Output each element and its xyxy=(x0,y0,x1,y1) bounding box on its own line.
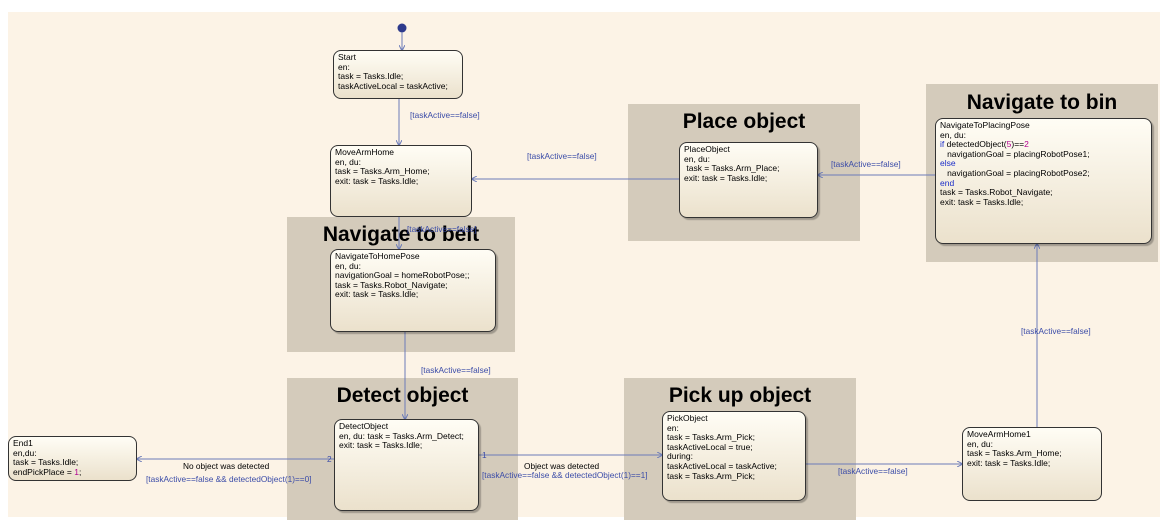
state-start-name: Start xyxy=(338,52,356,62)
state-detect-object-line: en, du: task = Tasks.Arm_Detect; xyxy=(339,430,464,441)
state-pick-object-line: task = Tasks.Arm_Pick; xyxy=(667,470,755,481)
label-pick-to-movearm1: [taskActive==false] xyxy=(838,466,908,476)
state-navigate-to-home-pose-line: exit: task = Tasks.Idle; xyxy=(335,289,419,300)
state-pick-object-line: en: xyxy=(667,422,679,433)
else-keyword: else xyxy=(940,158,956,169)
state-move-arm-home1-line: exit: task = Tasks.Idle; xyxy=(967,457,1051,468)
state-detect-object[interactable]: DetectObject en, du: task = Tasks.Arm_De… xyxy=(334,419,479,511)
placing-line-goal1: navigationGoal = placingRobotPose1; xyxy=(940,148,1090,159)
state-move-arm-home1-line: task = Tasks.Arm_Home; xyxy=(967,448,1062,459)
label-detect-to-pick: [taskActive==false && detectedObject(1)=… xyxy=(482,470,648,480)
state-place-object-name: PlaceObject xyxy=(684,144,730,154)
area-title-detect-object: Detect object xyxy=(336,384,469,407)
title-detect-to-end: No object was detected xyxy=(183,461,270,471)
state-navigate-to-home-pose-name: NavigateToHomePose xyxy=(335,251,420,261)
state-pick-object-name: PickObject xyxy=(667,413,708,423)
state-move-arm-home1[interactable]: MoveArmHome1 en, du: task = Tasks.Arm_Ho… xyxy=(962,427,1102,501)
state-navigate-to-placing-pose-name: NavigateToPlacingPose xyxy=(940,120,1030,130)
state-move-arm-home-name: MoveArmHome xyxy=(335,147,395,157)
placing-line-task: task = Tasks.Robot_Navigate; xyxy=(940,187,1053,198)
state-end1-line: en,du: xyxy=(13,447,37,458)
if-num-b: 2 xyxy=(1024,139,1029,150)
if-expr-a: detectedObject( xyxy=(944,139,1007,150)
state-pick-object[interactable]: PickObject en: task = Tasks.Arm_Pick; ta… xyxy=(662,411,806,501)
state-end1-line: task = Tasks.Idle; xyxy=(13,457,79,468)
state-move-arm-home-line: exit: task = Tasks.Idle; xyxy=(335,175,419,186)
state-place-object-line: en, du: xyxy=(684,153,710,164)
placing-line-goal2: navigationGoal = placingRobotPose2; xyxy=(940,167,1090,178)
state-move-arm-home1-name: MoveArmHome1 xyxy=(967,429,1031,439)
area-title-pick-up-object: Pick up object xyxy=(668,384,812,407)
state-move-arm-home1-line: en, du: xyxy=(967,438,993,449)
state-navigate-to-home-pose-line: navigationGoal = homeRobotPose;; xyxy=(335,270,470,281)
state-navigate-to-home-pose[interactable]: NavigateToHomePose en, du: navigationGoa… xyxy=(330,249,496,332)
state-end1-line: endPickPlace = 1; xyxy=(13,467,81,477)
label-navhome-to-detect: [taskActive==false] xyxy=(421,365,491,375)
state-end1-name: End1 xyxy=(13,438,33,448)
placing-line-en-du: en, du: xyxy=(940,129,966,140)
order-detect-to-end: 2 xyxy=(327,454,332,464)
state-place-object-line: task = Tasks.Arm_Place; xyxy=(684,163,780,174)
state-place-object-line: exit: task = Tasks.Idle; xyxy=(684,172,768,183)
end1-assign-number: 1 xyxy=(74,466,79,477)
state-navigate-to-placing-pose[interactable]: NavigateToPlacingPose en, du: if detecte… xyxy=(935,118,1152,244)
if-expr-b: )== xyxy=(1011,139,1025,150)
title-detect-to-pick: Object was detected xyxy=(524,461,600,471)
label-start-to-movearm: [taskActive==false] xyxy=(410,110,480,120)
state-start-line: task = Tasks.Idle; xyxy=(338,71,404,82)
label-movearm1-to-placing: [taskActive==false] xyxy=(1021,326,1091,336)
state-pick-object-line: taskActiveLocal = taskActive; xyxy=(667,460,777,471)
state-pick-object-line: taskActiveLocal = true; xyxy=(667,441,753,452)
state-navigate-to-home-pose-line: en, du: xyxy=(335,260,361,271)
state-move-arm-home-line: en, du: xyxy=(335,156,361,167)
state-start-line: en: xyxy=(338,61,350,72)
label-place-to-movearm: [taskActive==false] xyxy=(527,151,597,161)
state-start-line: taskActiveLocal = taskActive; xyxy=(338,80,448,91)
placing-line-if: if detectedObject(5)==2 xyxy=(940,139,1029,149)
if-keyword: if xyxy=(940,139,945,150)
state-move-arm-home[interactable]: MoveArmHome en, du: task = Tasks.Arm_Hom… xyxy=(330,145,472,217)
state-pick-object-line: during: xyxy=(667,451,693,462)
label-movearm-to-navhome: [taskActive==false] xyxy=(407,224,477,234)
default-transition-dot xyxy=(397,23,407,33)
state-navigate-to-home-pose-line: task = Tasks.Robot_Navigate; xyxy=(335,279,448,290)
state-end1[interactable]: End1 en,du: task = Tasks.Idle; endPickPl… xyxy=(8,436,137,481)
order-detect-to-pick: 1 xyxy=(482,450,487,460)
area-title-navigate-to-belt: Navigate to belt xyxy=(322,223,480,246)
state-place-object[interactable]: PlaceObject en, du: task = Tasks.Arm_Pla… xyxy=(679,142,818,218)
state-pick-object-line: task = Tasks.Arm_Pick; xyxy=(667,432,755,443)
label-placing-to-place: [taskActive==false] xyxy=(831,159,901,169)
if-num-a: 5 xyxy=(1006,139,1012,150)
area-title-navigate-to-bin: Navigate to bin xyxy=(966,91,1118,114)
end1-assign-semicolon: ; xyxy=(78,466,82,477)
end1-assign-text: endPickPlace = xyxy=(13,466,75,477)
end-keyword: end xyxy=(940,177,955,188)
label-detect-to-end: [taskActive==false && detectedObject(1)=… xyxy=(146,474,312,484)
state-detect-object-line: exit: task = Tasks.Idle; xyxy=(339,440,423,451)
state-start[interactable]: Start en: task = Tasks.Idle; taskActiveL… xyxy=(333,50,463,99)
state-move-arm-home-line: task = Tasks.Arm_Home; xyxy=(335,166,430,177)
placing-line-exit: exit: task = Tasks.Idle; xyxy=(940,196,1024,207)
area-title-place-object: Place object xyxy=(682,110,806,133)
state-detect-object-name: DetectObject xyxy=(339,421,389,431)
